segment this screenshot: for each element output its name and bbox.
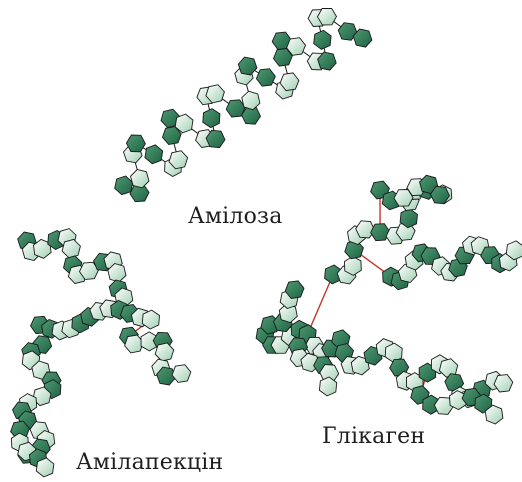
amylopectin-glucose-unit (172, 365, 191, 383)
glycogen-glucose-unit (345, 256, 362, 275)
amylose-glucose-unit (115, 176, 133, 195)
amylose-glucose-unit (238, 57, 257, 75)
amylopectin-glucose-unit (36, 458, 54, 477)
amylopectin-glucose-unit (62, 239, 80, 257)
amylopectin-glucose-unit (125, 335, 144, 353)
amylose-glucose-unit (126, 135, 145, 152)
amylopectin-glucose-unit (155, 343, 174, 361)
amylose-glucose-unit (256, 69, 275, 87)
amylopectin-label: Амілапекцін (76, 450, 223, 475)
amylose-label: Амілоза (188, 204, 283, 229)
glucose-unit-layer (11, 8, 522, 477)
amylose-glucose-unit (314, 30, 331, 49)
glycogen-glucose-unit (494, 375, 513, 392)
glycogen-label: Глікаген (322, 424, 425, 449)
amylose-glucose-unit (131, 170, 150, 188)
branch-bond (308, 274, 334, 334)
amylose-glucose-unit (203, 109, 220, 128)
amylose-glucose-unit (145, 145, 163, 164)
amylopectin-glucose-unit (142, 310, 159, 329)
amylose-glucose-unit (242, 91, 260, 110)
